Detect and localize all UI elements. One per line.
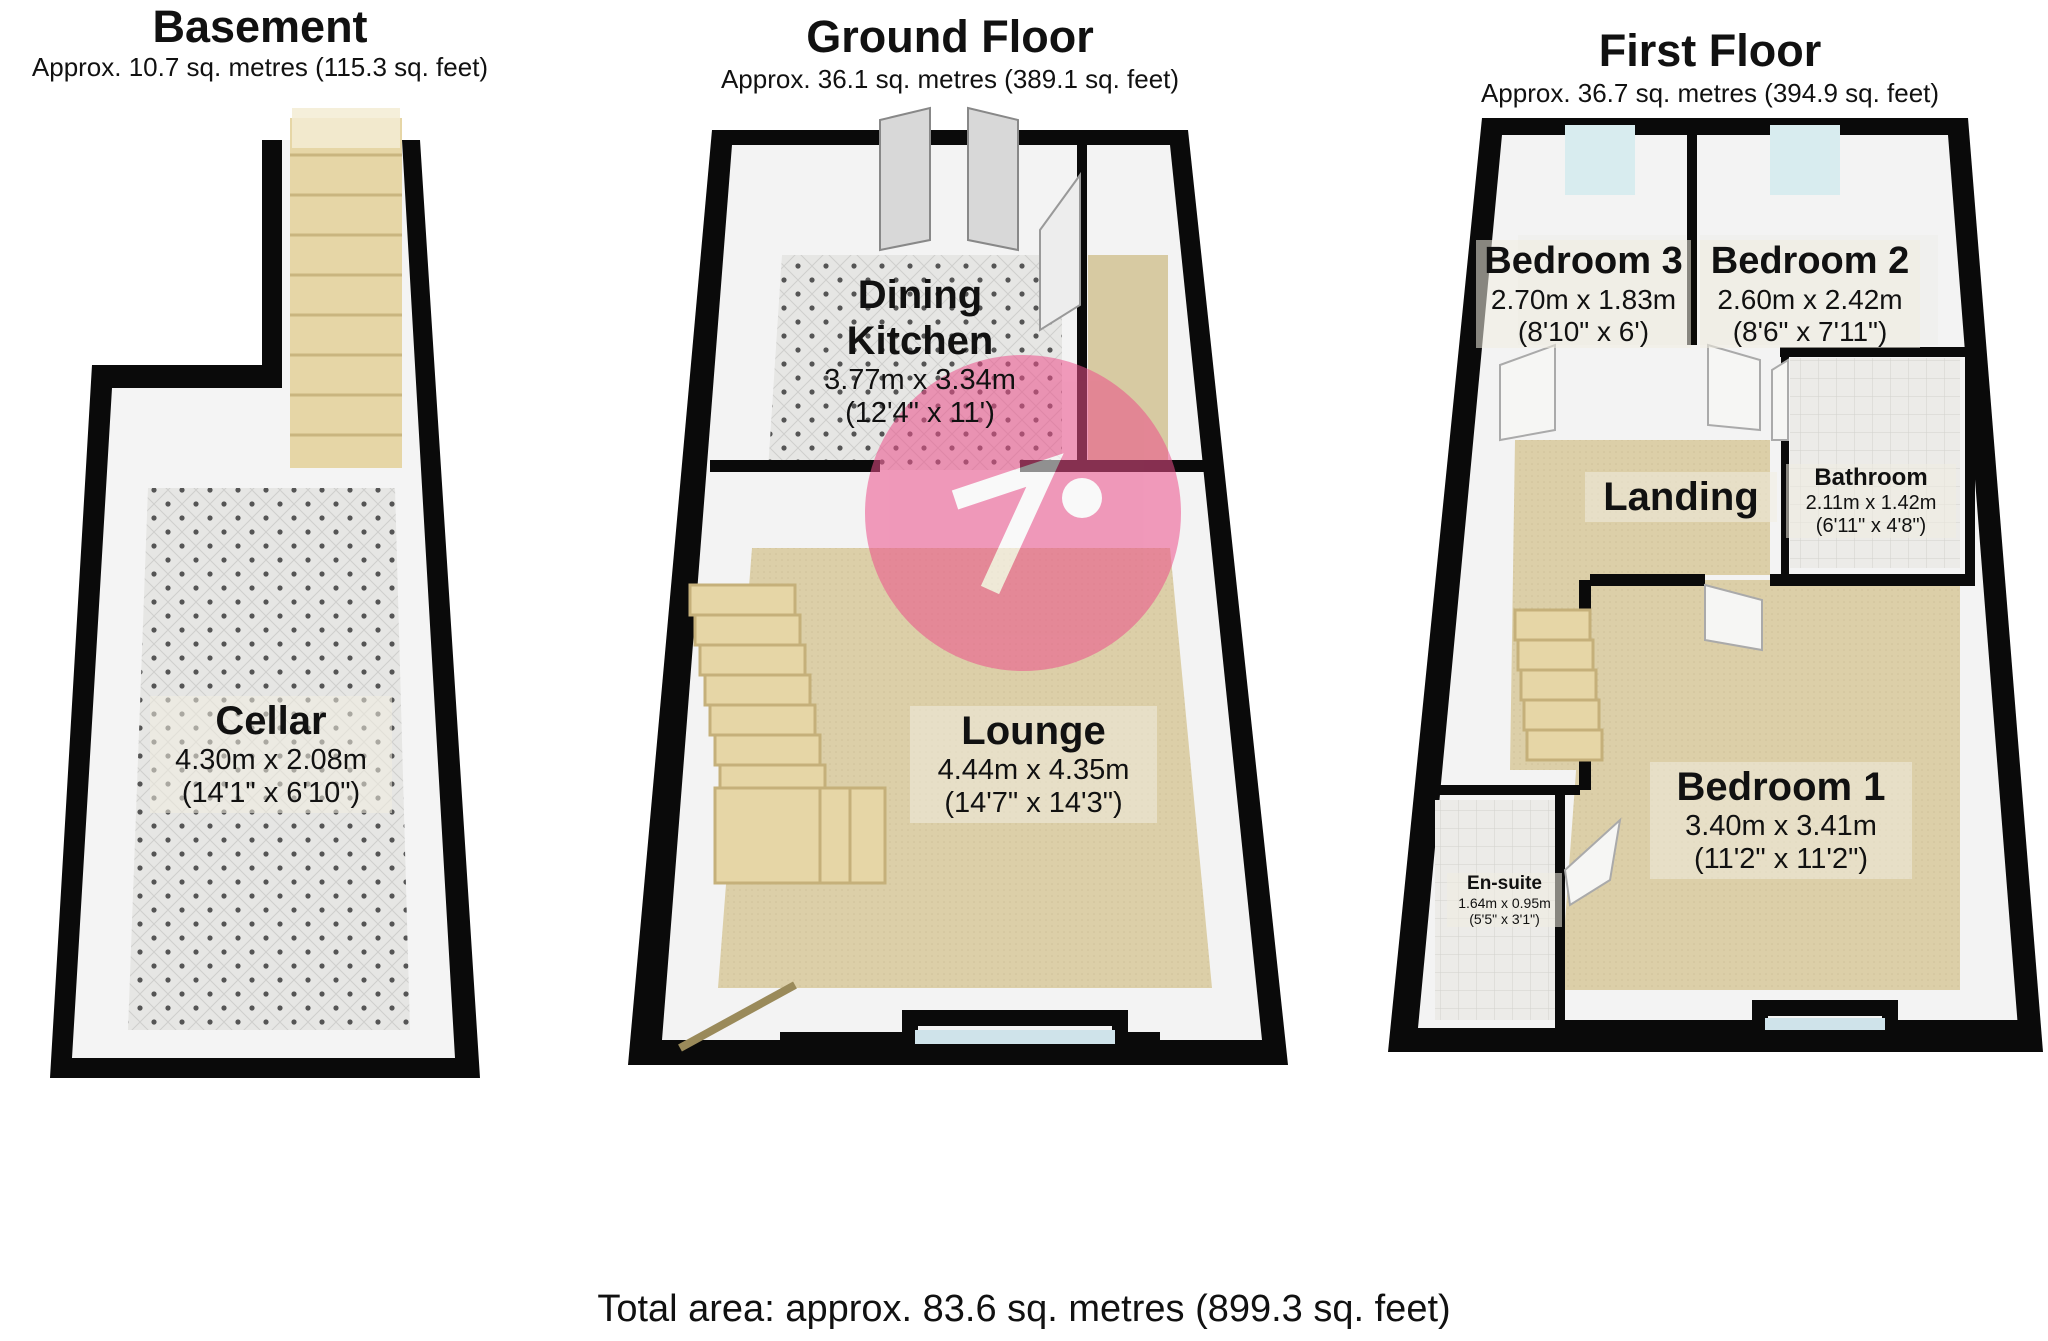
- bedroom3-imperial: (8'10" x 6'): [1517, 315, 1650, 347]
- dining-kitchen-label: Dining Kitchen 3.77m x 3.34m (12'4" x 11…: [790, 272, 1050, 431]
- dining-kitchen-name-line2: Kitchen: [846, 319, 994, 363]
- ensuite-imperial: (5'5" x 3'1"): [1469, 910, 1540, 927]
- ensuite-metric: 1.64m x 0.95m: [1458, 894, 1551, 911]
- first-floor-title: First Floor: [1598, 25, 1822, 76]
- cellar-label: Cellar 4.30m x 2.08m (14'1" x 6'10"): [150, 696, 392, 813]
- ensuite-name: En-suite: [1467, 873, 1542, 894]
- bedroom3-label: Bedroom 3 2.70m x 1.83m (8'10" x 6'): [1476, 240, 1691, 349]
- cellar-metric: 4.30m x 2.08m: [175, 744, 367, 776]
- basement-stair: [290, 108, 402, 468]
- bedroom2-imperial: (8'6" x 7'11"): [1732, 315, 1888, 347]
- bedroom1-name: Bedroom 1: [1676, 765, 1886, 809]
- garden-doors: [879, 106, 1019, 252]
- dining-kitchen-metric: 3.77m x 3.34m: [824, 364, 1016, 396]
- ground-floor-area: Approx. 36.1 sq. metres (389.1 sq. feet): [720, 64, 1180, 94]
- cellar-name: Cellar: [215, 699, 327, 743]
- bedroom2-label: Bedroom 2 2.60m x 2.42m (8'6" x 7'11"): [1700, 240, 1920, 349]
- bedroom1-imperial: (11'2" x 11'2"): [1693, 843, 1869, 876]
- total-area: Total area: approx. 83.6 sq. metres (899…: [597, 1288, 1451, 1330]
- landing-label: Landing: [1585, 472, 1777, 522]
- bedroom2-metric: 2.60m x 2.42m: [1717, 283, 1903, 315]
- ensuite-label: En-suite 1.64m x 0.95m (5'5" x 3'1"): [1447, 873, 1562, 928]
- first-floor-area: Approx. 36.7 sq. metres (394.9 sq. feet): [1480, 78, 1940, 108]
- bathroom-label: Bathroom 2.11m x 1.42m (6'11" x 4'8"): [1786, 464, 1956, 538]
- bathroom-name: Bathroom: [1814, 464, 1928, 491]
- lounge-imperial: (14'7" x 14'3"): [944, 787, 1123, 820]
- basement-title: Basement: [152, 1, 368, 52]
- bathroom-metric: 2.11m x 1.42m: [1805, 491, 1937, 514]
- lounge-label: Lounge 4.44m x 4.35m (14'7" x 14'3"): [910, 706, 1157, 823]
- ground-floor-plan: [628, 106, 1288, 1065]
- bathroom-imperial: (6'11" x 4'8"): [1815, 514, 1927, 537]
- ground-floor-title: Ground Floor: [806, 11, 1094, 62]
- first-stair: [1513, 608, 1604, 762]
- bedroom1-label: Bedroom 1 3.40m x 3.41m (11'2" x 11'2"): [1650, 762, 1912, 879]
- dining-kitchen-name-line1: Dining: [857, 273, 983, 317]
- bedroom3-metric: 2.70m x 1.83m: [1490, 283, 1677, 315]
- landing-name: Landing: [1603, 475, 1759, 519]
- ground-stair: [688, 583, 887, 885]
- watermark-logo: [865, 355, 1181, 671]
- bedroom1-metric: 3.40m x 3.41m: [1685, 810, 1877, 842]
- bedroom3-name: Bedroom 3: [1484, 240, 1683, 282]
- basement-plan: [50, 108, 480, 1078]
- dining-kitchen-imperial: (12'4" x 11'): [845, 397, 995, 430]
- bedroom2-name: Bedroom 2: [1710, 240, 1910, 282]
- lounge-metric: 4.44m x 4.35m: [937, 754, 1130, 786]
- basement-area: Approx. 10.7 sq. metres (115.3 sq. feet): [31, 52, 489, 82]
- cellar-imperial: (14'1" x 6'10"): [181, 777, 361, 810]
- lounge-name: Lounge: [961, 709, 1106, 753]
